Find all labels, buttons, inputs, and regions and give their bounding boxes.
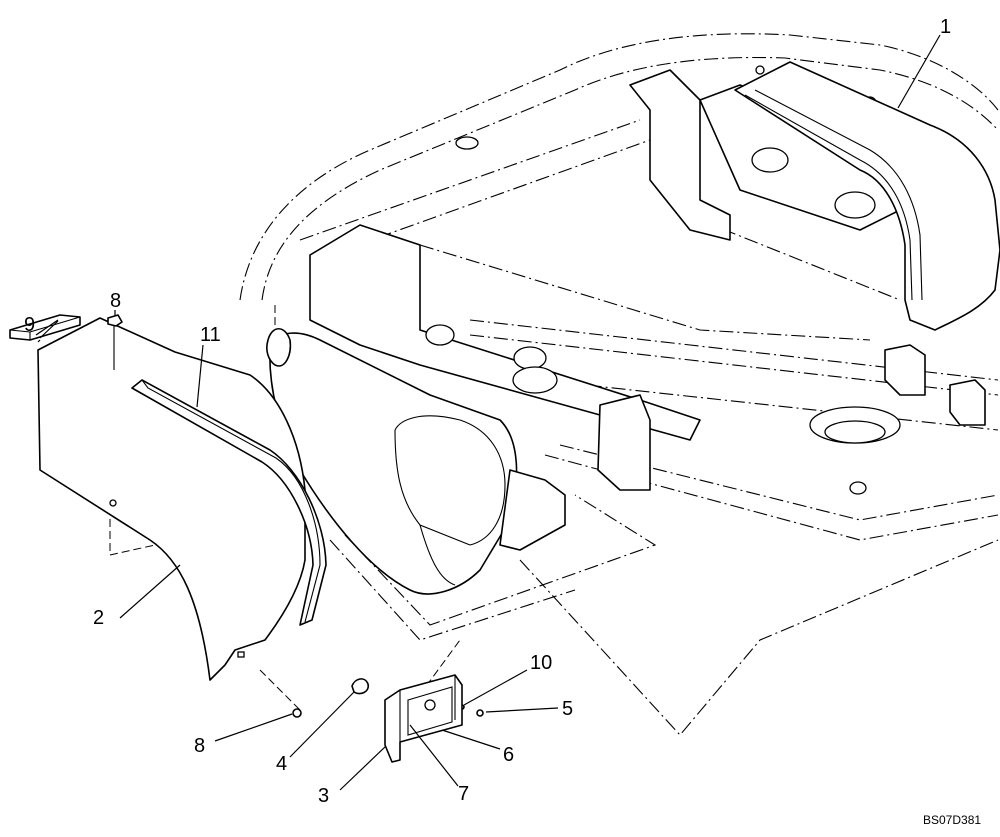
rear-frame <box>309 65 986 495</box>
callout-10: 10 <box>530 652 552 674</box>
callout-3: 3 <box>318 785 329 807</box>
callout-8-bottom: 8 <box>194 735 205 757</box>
left-rear-cover <box>266 327 566 595</box>
callout-4: 4 <box>276 753 287 775</box>
part-11-seal-strip <box>131 379 327 626</box>
part-2-side-panel <box>37 317 306 681</box>
callout-7: 7 <box>458 783 469 805</box>
drawing-code: BS07D381 <box>923 813 981 827</box>
callouts: 1 2 3 4 5 6 7 8 8 9 10 11 <box>24 16 951 807</box>
callout-2: 2 <box>93 607 104 629</box>
callout-5: 5 <box>562 698 573 720</box>
callout-11: 11 <box>200 324 221 346</box>
part-9-strip <box>9 314 81 341</box>
part-1-right-panel <box>734 61 1000 331</box>
callout-1: 1 <box>940 16 951 38</box>
bracket-assembly <box>384 674 463 763</box>
callout-9: 9 <box>24 314 35 336</box>
callout-8-top: 8 <box>110 290 121 312</box>
leader-lines <box>35 34 941 791</box>
callout-6: 6 <box>503 744 514 766</box>
